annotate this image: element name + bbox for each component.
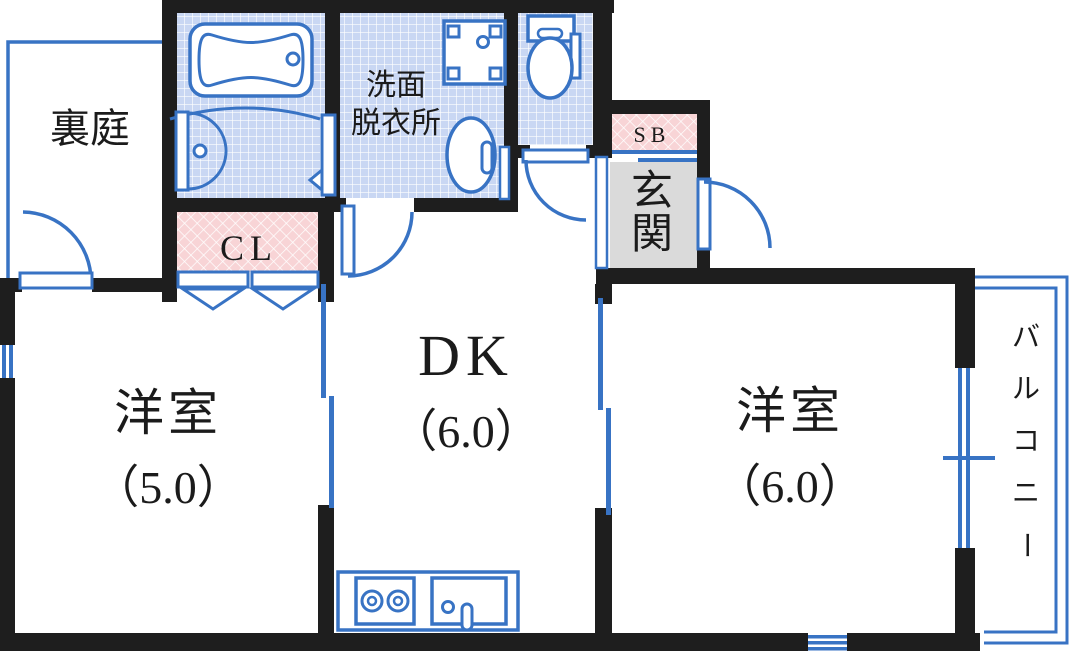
entrance-label-char2: 関 bbox=[631, 212, 673, 258]
sliding-door-dk-room6 bbox=[598, 298, 611, 515]
western-room-right-label: 洋室 bbox=[736, 383, 844, 439]
balcony-label-char2: ル bbox=[1012, 374, 1040, 405]
window-center-mark bbox=[943, 456, 995, 460]
washroom-door bbox=[340, 204, 414, 278]
garden-boundary bbox=[6, 40, 164, 284]
room-labels: 裏庭 洗面 脱衣所 SB 玄 関 CL DK （6.0） 洋室 （5.0） 洋室… bbox=[50, 69, 1041, 559]
balcony-label-char4: ニ bbox=[1012, 478, 1040, 509]
wall-end-cap bbox=[498, 145, 511, 201]
kitchen-counter-fixture bbox=[336, 570, 520, 632]
garden-door bbox=[18, 210, 94, 290]
closet-label: CL bbox=[220, 228, 278, 268]
washing-machine-fixture bbox=[442, 19, 507, 86]
western-room-left-size: （5.0） bbox=[93, 462, 243, 513]
dk-label: DK bbox=[418, 323, 514, 388]
balcony-outline bbox=[967, 275, 1069, 645]
entrance-label-char1: 玄 bbox=[631, 169, 673, 215]
bathroom-door bbox=[169, 106, 337, 197]
faucet bbox=[441, 600, 455, 614]
closet-floor bbox=[177, 212, 318, 272]
western-room-right-size: （6.0） bbox=[715, 461, 865, 512]
toilet-door bbox=[521, 148, 590, 222]
sliding-door-room5-dk bbox=[321, 284, 334, 508]
balcony-inner-line bbox=[967, 286, 1058, 634]
garden-label: 裏庭 bbox=[50, 106, 130, 151]
washroom-label-line2: 脱衣所 bbox=[351, 107, 441, 140]
dk-size-label: （6.0） bbox=[391, 406, 541, 457]
entrance-floor bbox=[610, 162, 697, 268]
window-bottom bbox=[808, 633, 847, 651]
toilet-fixture bbox=[526, 14, 582, 100]
entrance-step bbox=[498, 145, 697, 270]
balcony-outer-line bbox=[967, 275, 1069, 645]
window-left bbox=[0, 345, 15, 378]
balcony-label: バ ル コ ニ ー bbox=[1010, 322, 1041, 559]
closet-folding-doors bbox=[176, 270, 320, 311]
entrance-door bbox=[696, 177, 772, 251]
washbasin-fixture bbox=[445, 116, 497, 194]
western-room-left-label: 洋室 bbox=[114, 385, 222, 441]
balcony-label-char5: ー bbox=[1010, 531, 1041, 559]
balcony-label-char3: コ bbox=[1012, 426, 1040, 457]
bathtub-fixture bbox=[188, 22, 314, 98]
washroom-label-line1: 洗面 bbox=[366, 69, 426, 102]
balcony-label-char1: バ bbox=[1012, 322, 1040, 353]
shoebox-floor bbox=[612, 114, 697, 152]
balcony-window bbox=[943, 368, 995, 548]
shoebox-label: SB bbox=[634, 122, 671, 147]
